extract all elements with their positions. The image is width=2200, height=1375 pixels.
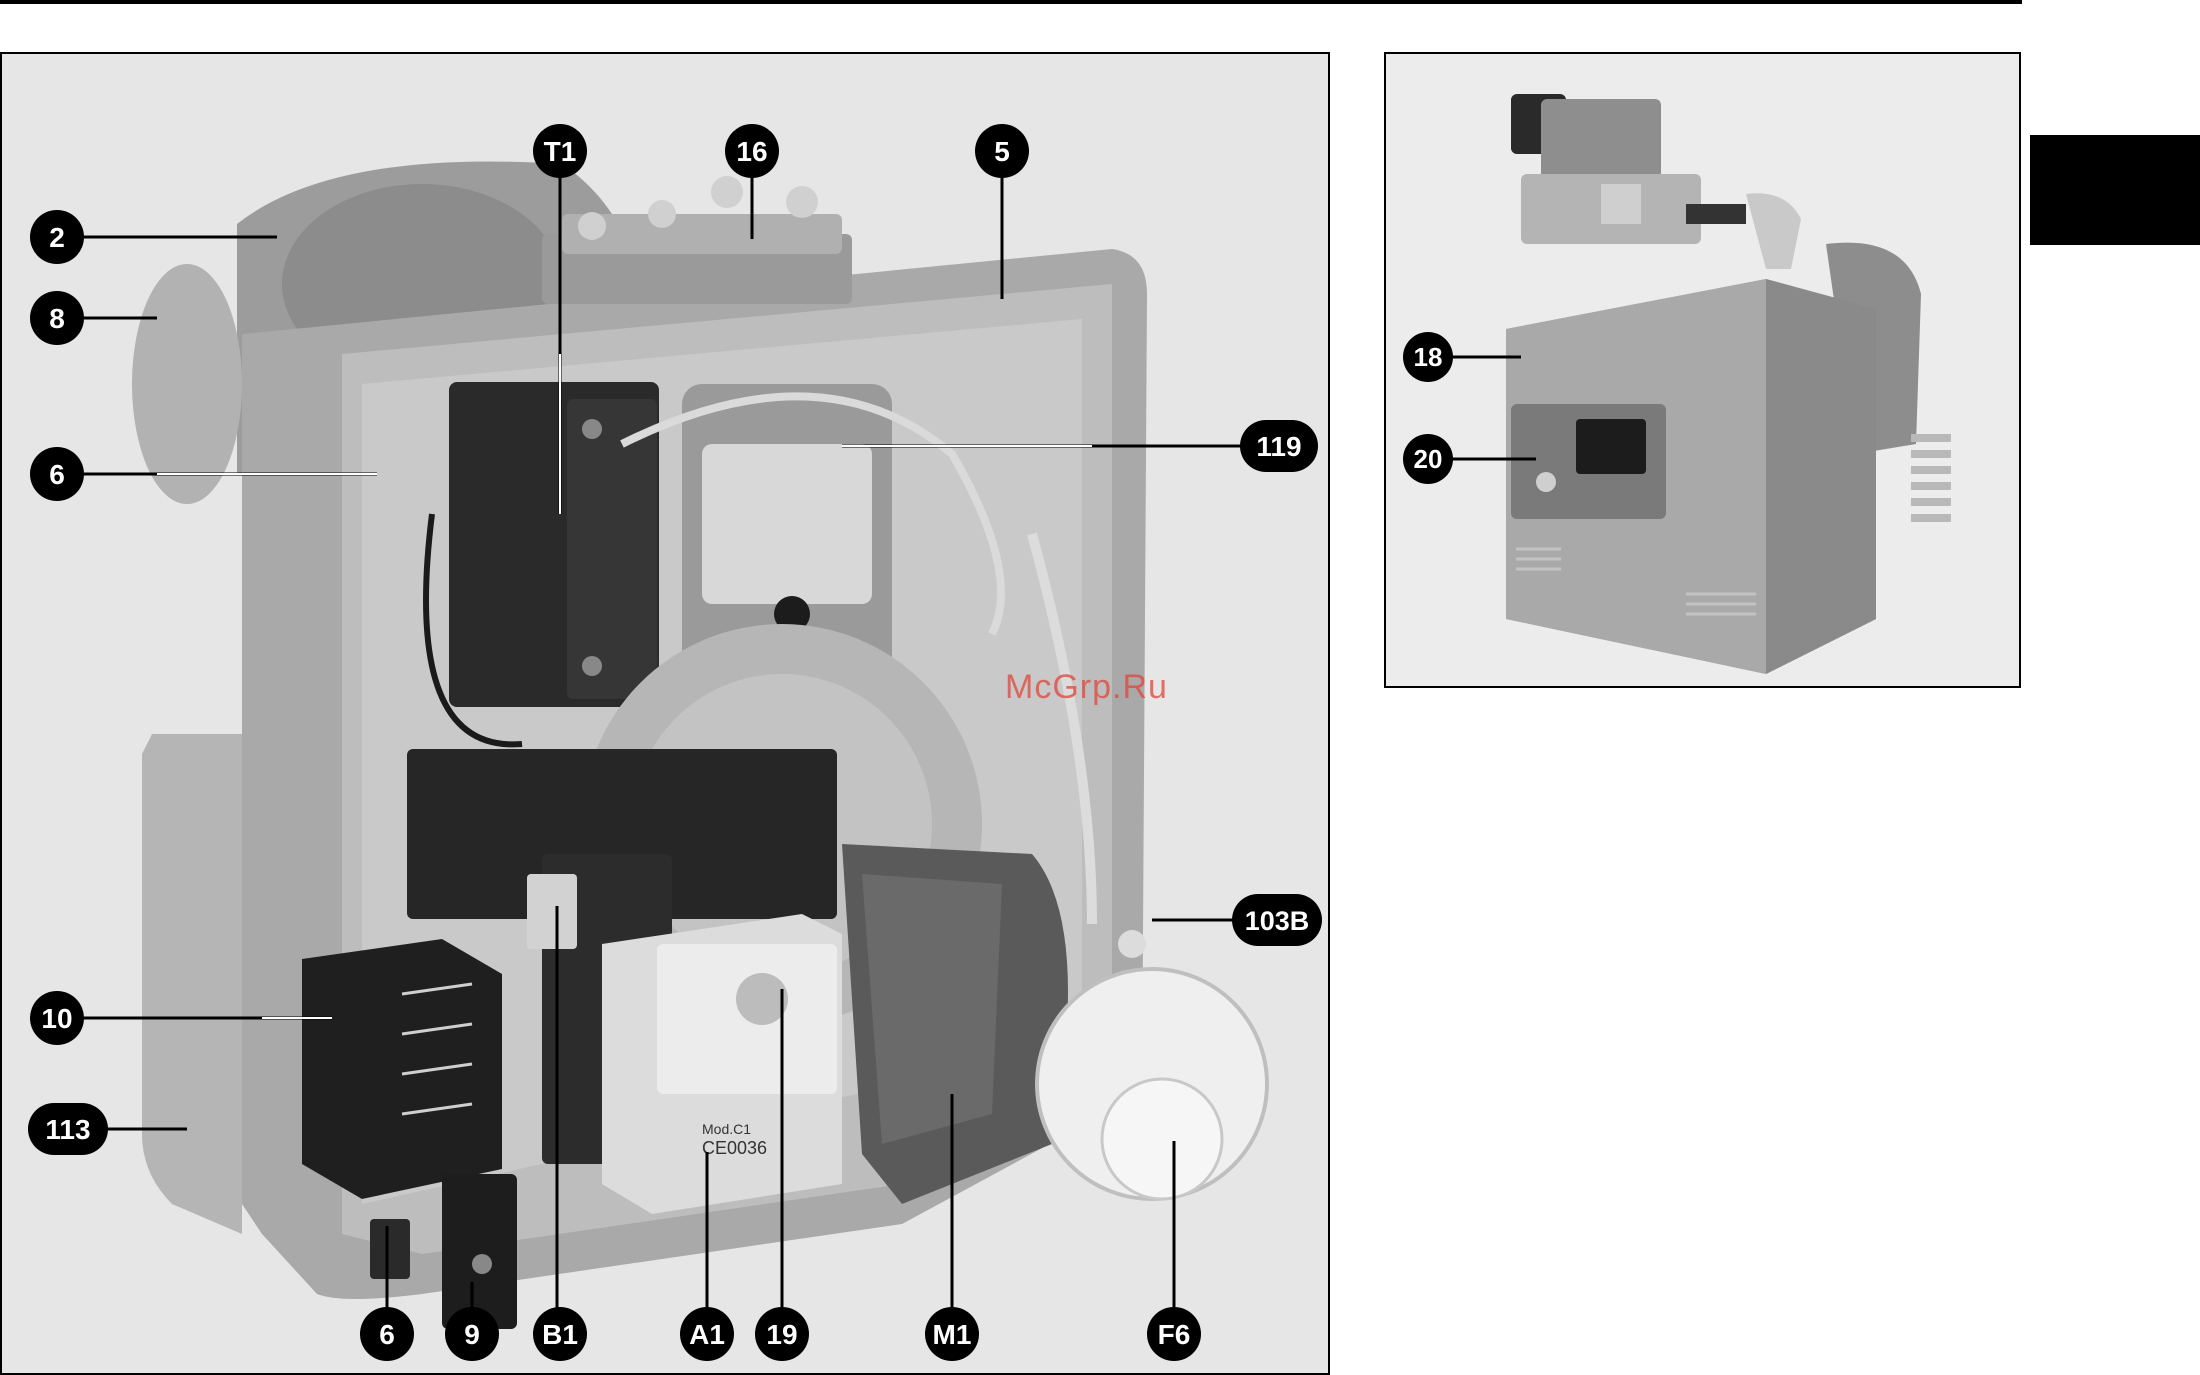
svg-text:6: 6 — [49, 459, 65, 490]
section-tab — [2030, 135, 2200, 245]
svg-text:A1: A1 — [689, 1319, 725, 1350]
callout-10: 10 — [30, 991, 84, 1045]
callout-19: 19 — [755, 1307, 809, 1361]
svg-text:119: 119 — [1256, 431, 1301, 462]
svg-text:20: 20 — [1414, 444, 1443, 474]
svg-text:16: 16 — [736, 136, 767, 167]
terminal-plug — [302, 939, 502, 1199]
callout-a1: A1 — [680, 1307, 734, 1361]
svg-text:6: 6 — [379, 1319, 395, 1350]
callout-9: 9 — [445, 1307, 499, 1361]
svg-text:103B: 103B — [1245, 906, 1310, 936]
callout-5: 5 — [975, 124, 1029, 178]
svg-text:9: 9 — [464, 1319, 480, 1350]
callout-113: 113 — [28, 1103, 108, 1155]
svg-text:19: 19 — [766, 1319, 797, 1350]
blast-tube — [132, 264, 242, 504]
svg-text:M1: M1 — [933, 1319, 972, 1350]
burner-exterior-illustration: 18 20 — [1386, 54, 2019, 686]
top-rule — [0, 0, 2022, 4]
callout-2: 2 — [30, 210, 84, 264]
burner-illustration: Mod.C1 CE0036 — [2, 54, 1328, 1373]
callout-6-bottom: 6 — [360, 1307, 414, 1361]
svg-text:8: 8 — [49, 303, 65, 334]
svg-text:F6: F6 — [1158, 1319, 1191, 1350]
burner-interior-figure: Mod.C1 CE0036 — [0, 52, 1330, 1375]
callout-8: 8 — [30, 291, 84, 345]
ce-mark-label: CE0036 — [702, 1138, 767, 1158]
burner-exterior-figure: 18 20 — [1384, 52, 2021, 688]
callout-m1: M1 — [925, 1307, 979, 1361]
callout-18: 18 — [1403, 332, 1453, 382]
lower-housing — [142, 734, 242, 1234]
watermark: McGrp.Ru — [1005, 668, 1168, 707]
callout-20: 20 — [1403, 434, 1453, 484]
callout-103b: 103B — [1232, 894, 1322, 946]
callout-16: 16 — [725, 124, 779, 178]
callout-t1: T1 — [533, 124, 587, 178]
svg-text:5: 5 — [994, 136, 1010, 167]
callout-6-top: 6 — [30, 447, 84, 501]
svg-text:113: 113 — [45, 1114, 90, 1145]
callout-f6: F6 — [1147, 1307, 1201, 1361]
svg-text:2: 2 — [49, 222, 65, 253]
earth-connector — [442, 1174, 517, 1329]
svg-text:10: 10 — [41, 1003, 72, 1034]
svg-text:B1: B1 — [542, 1319, 578, 1350]
svg-text:18: 18 — [1414, 342, 1443, 372]
svg-text:T1: T1 — [544, 136, 577, 167]
control-box-model-label: Mod.C1 — [702, 1121, 751, 1137]
callout-b1: B1 — [533, 1307, 587, 1361]
callout-119: 119 — [1240, 420, 1318, 472]
